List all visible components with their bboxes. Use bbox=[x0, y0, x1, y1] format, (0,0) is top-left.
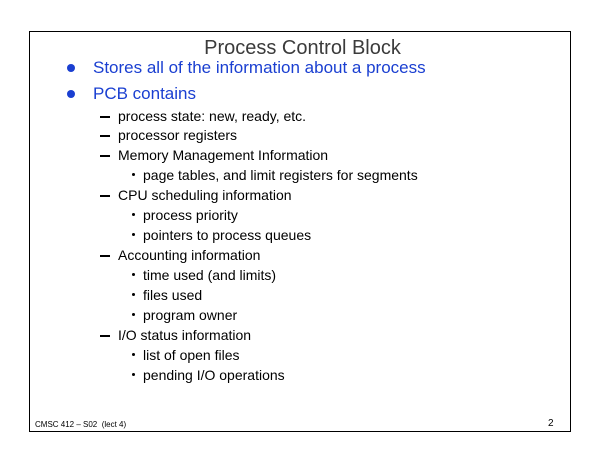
sub-sub-item-text: program owner bbox=[143, 307, 238, 323]
slide-title: Process Control Block bbox=[204, 37, 401, 59]
bullet-dot-icon bbox=[67, 90, 75, 98]
dash-icon bbox=[100, 135, 110, 137]
sub-sub-item-text: pending I/O operations bbox=[143, 367, 285, 383]
dash-icon bbox=[100, 255, 110, 257]
slide-frame bbox=[29, 31, 571, 432]
sub-item-text: I/O status information bbox=[118, 327, 252, 343]
sub-item-text: process state: new, ready, etc. bbox=[118, 108, 307, 124]
sub-item-text: processor registers bbox=[118, 127, 238, 143]
sub-sub-item-text: pointers to process queues bbox=[143, 227, 312, 243]
sub-item-text: Accounting information bbox=[118, 247, 261, 263]
small-bullet-icon bbox=[132, 293, 135, 296]
small-bullet-icon bbox=[132, 213, 135, 216]
sub-sub-item-text: time used (and limits) bbox=[143, 267, 277, 283]
bullet-text: Stores all of the information about a pr… bbox=[93, 58, 426, 77]
small-bullet-icon bbox=[132, 373, 135, 376]
bullet-text: PCB contains bbox=[93, 84, 196, 103]
sub-sub-item-text: list of open files bbox=[143, 347, 240, 363]
small-bullet-icon bbox=[132, 353, 135, 356]
sub-item-text: Memory Management Information bbox=[118, 147, 329, 163]
sub-item-text: CPU scheduling information bbox=[118, 187, 292, 203]
small-bullet-icon bbox=[132, 233, 135, 236]
sub-sub-item-text: page tables, and limit registers for seg… bbox=[143, 167, 418, 183]
page-number: 2 bbox=[548, 418, 554, 429]
sub-sub-item-text: process priority bbox=[143, 207, 238, 223]
small-bullet-icon bbox=[132, 173, 135, 176]
small-bullet-icon bbox=[132, 313, 135, 316]
slide-footer: CMSC 412 – S02 (lect 4) bbox=[35, 420, 127, 429]
sub-sub-item-text: files used bbox=[143, 287, 203, 303]
small-bullet-icon bbox=[132, 273, 135, 276]
dash-icon bbox=[100, 195, 110, 197]
dash-icon bbox=[100, 155, 110, 157]
bullet-dot-icon bbox=[67, 64, 75, 72]
dash-icon bbox=[100, 116, 110, 118]
dash-icon bbox=[100, 335, 110, 337]
